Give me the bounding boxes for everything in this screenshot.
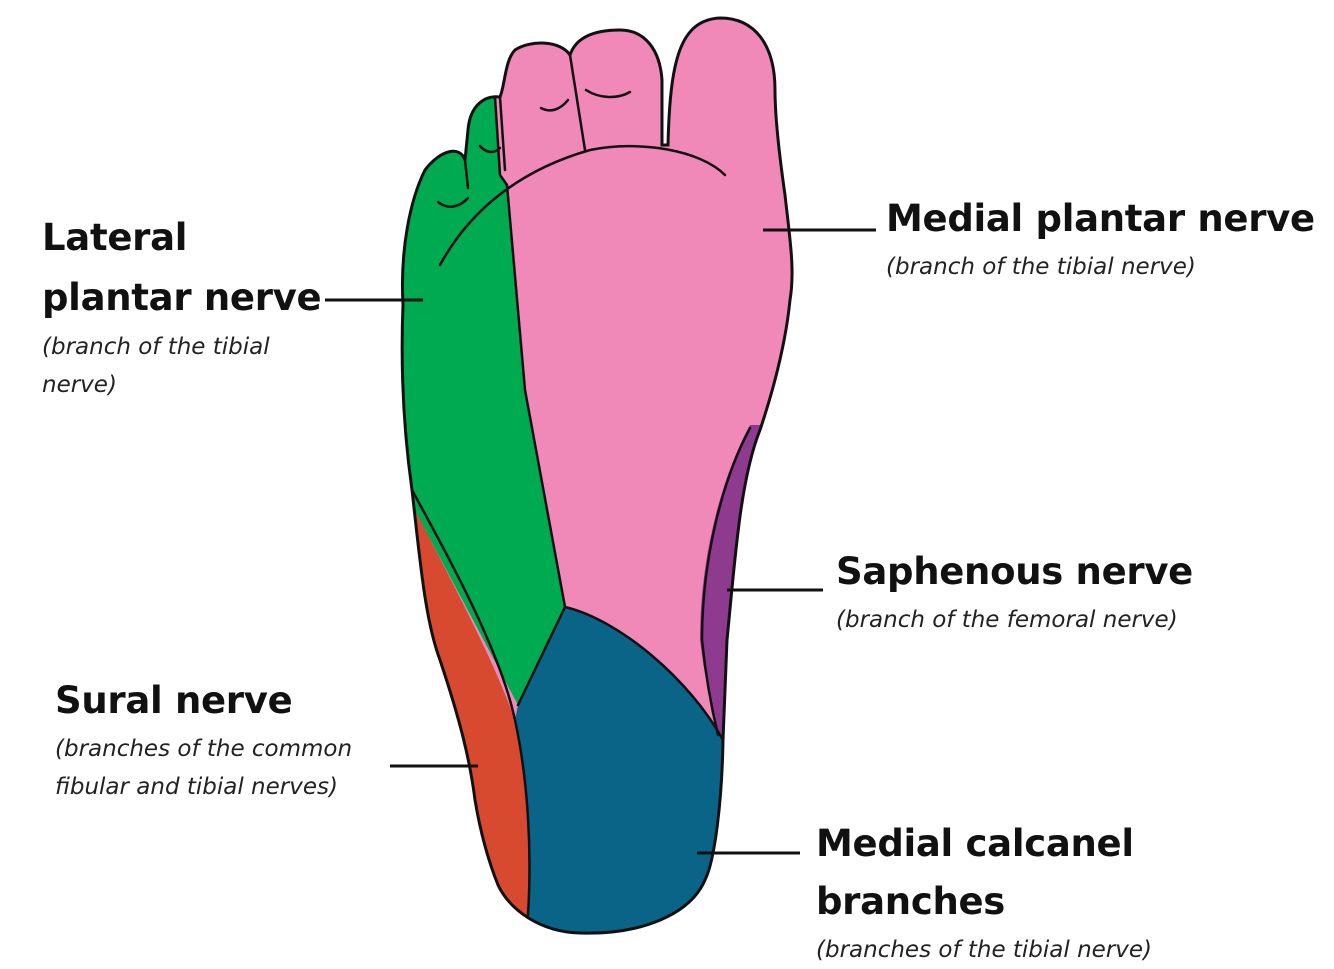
medial-calcanel-title: Medial calcanel branches [816, 815, 1331, 931]
medial-plantar-label: Medial plantar nerve (branch of the tibi… [886, 190, 1326, 286]
saphenous-subtitle: (branch of the femoral nerve) [836, 601, 1276, 639]
lateral-plantar-subtitle: (branch of the tibial nerve) [42, 328, 342, 404]
saphenous-title: Saphenous nerve [836, 543, 1276, 601]
medial-calcanel-subtitle: (branches of the tibial nerve) [816, 931, 1331, 969]
sural-subtitle: (branches of the common fibular and tibi… [55, 730, 395, 806]
lateral-plantar-label: Lateral plantar nerve (branch of the tib… [42, 208, 342, 404]
sural-title: Sural nerve [55, 672, 395, 730]
medial-calcanel-label: Medial calcanel branches (branches of th… [816, 815, 1331, 969]
sural-label: Sural nerve (branches of the common fibu… [55, 672, 395, 806]
medial-plantar-title: Medial plantar nerve [886, 190, 1326, 248]
medial-plantar-subtitle: (branch of the tibial nerve) [886, 248, 1326, 286]
lateral-plantar-title: Lateral plantar nerve [42, 208, 342, 328]
saphenous-label: Saphenous nerve (branch of the femoral n… [836, 543, 1276, 639]
